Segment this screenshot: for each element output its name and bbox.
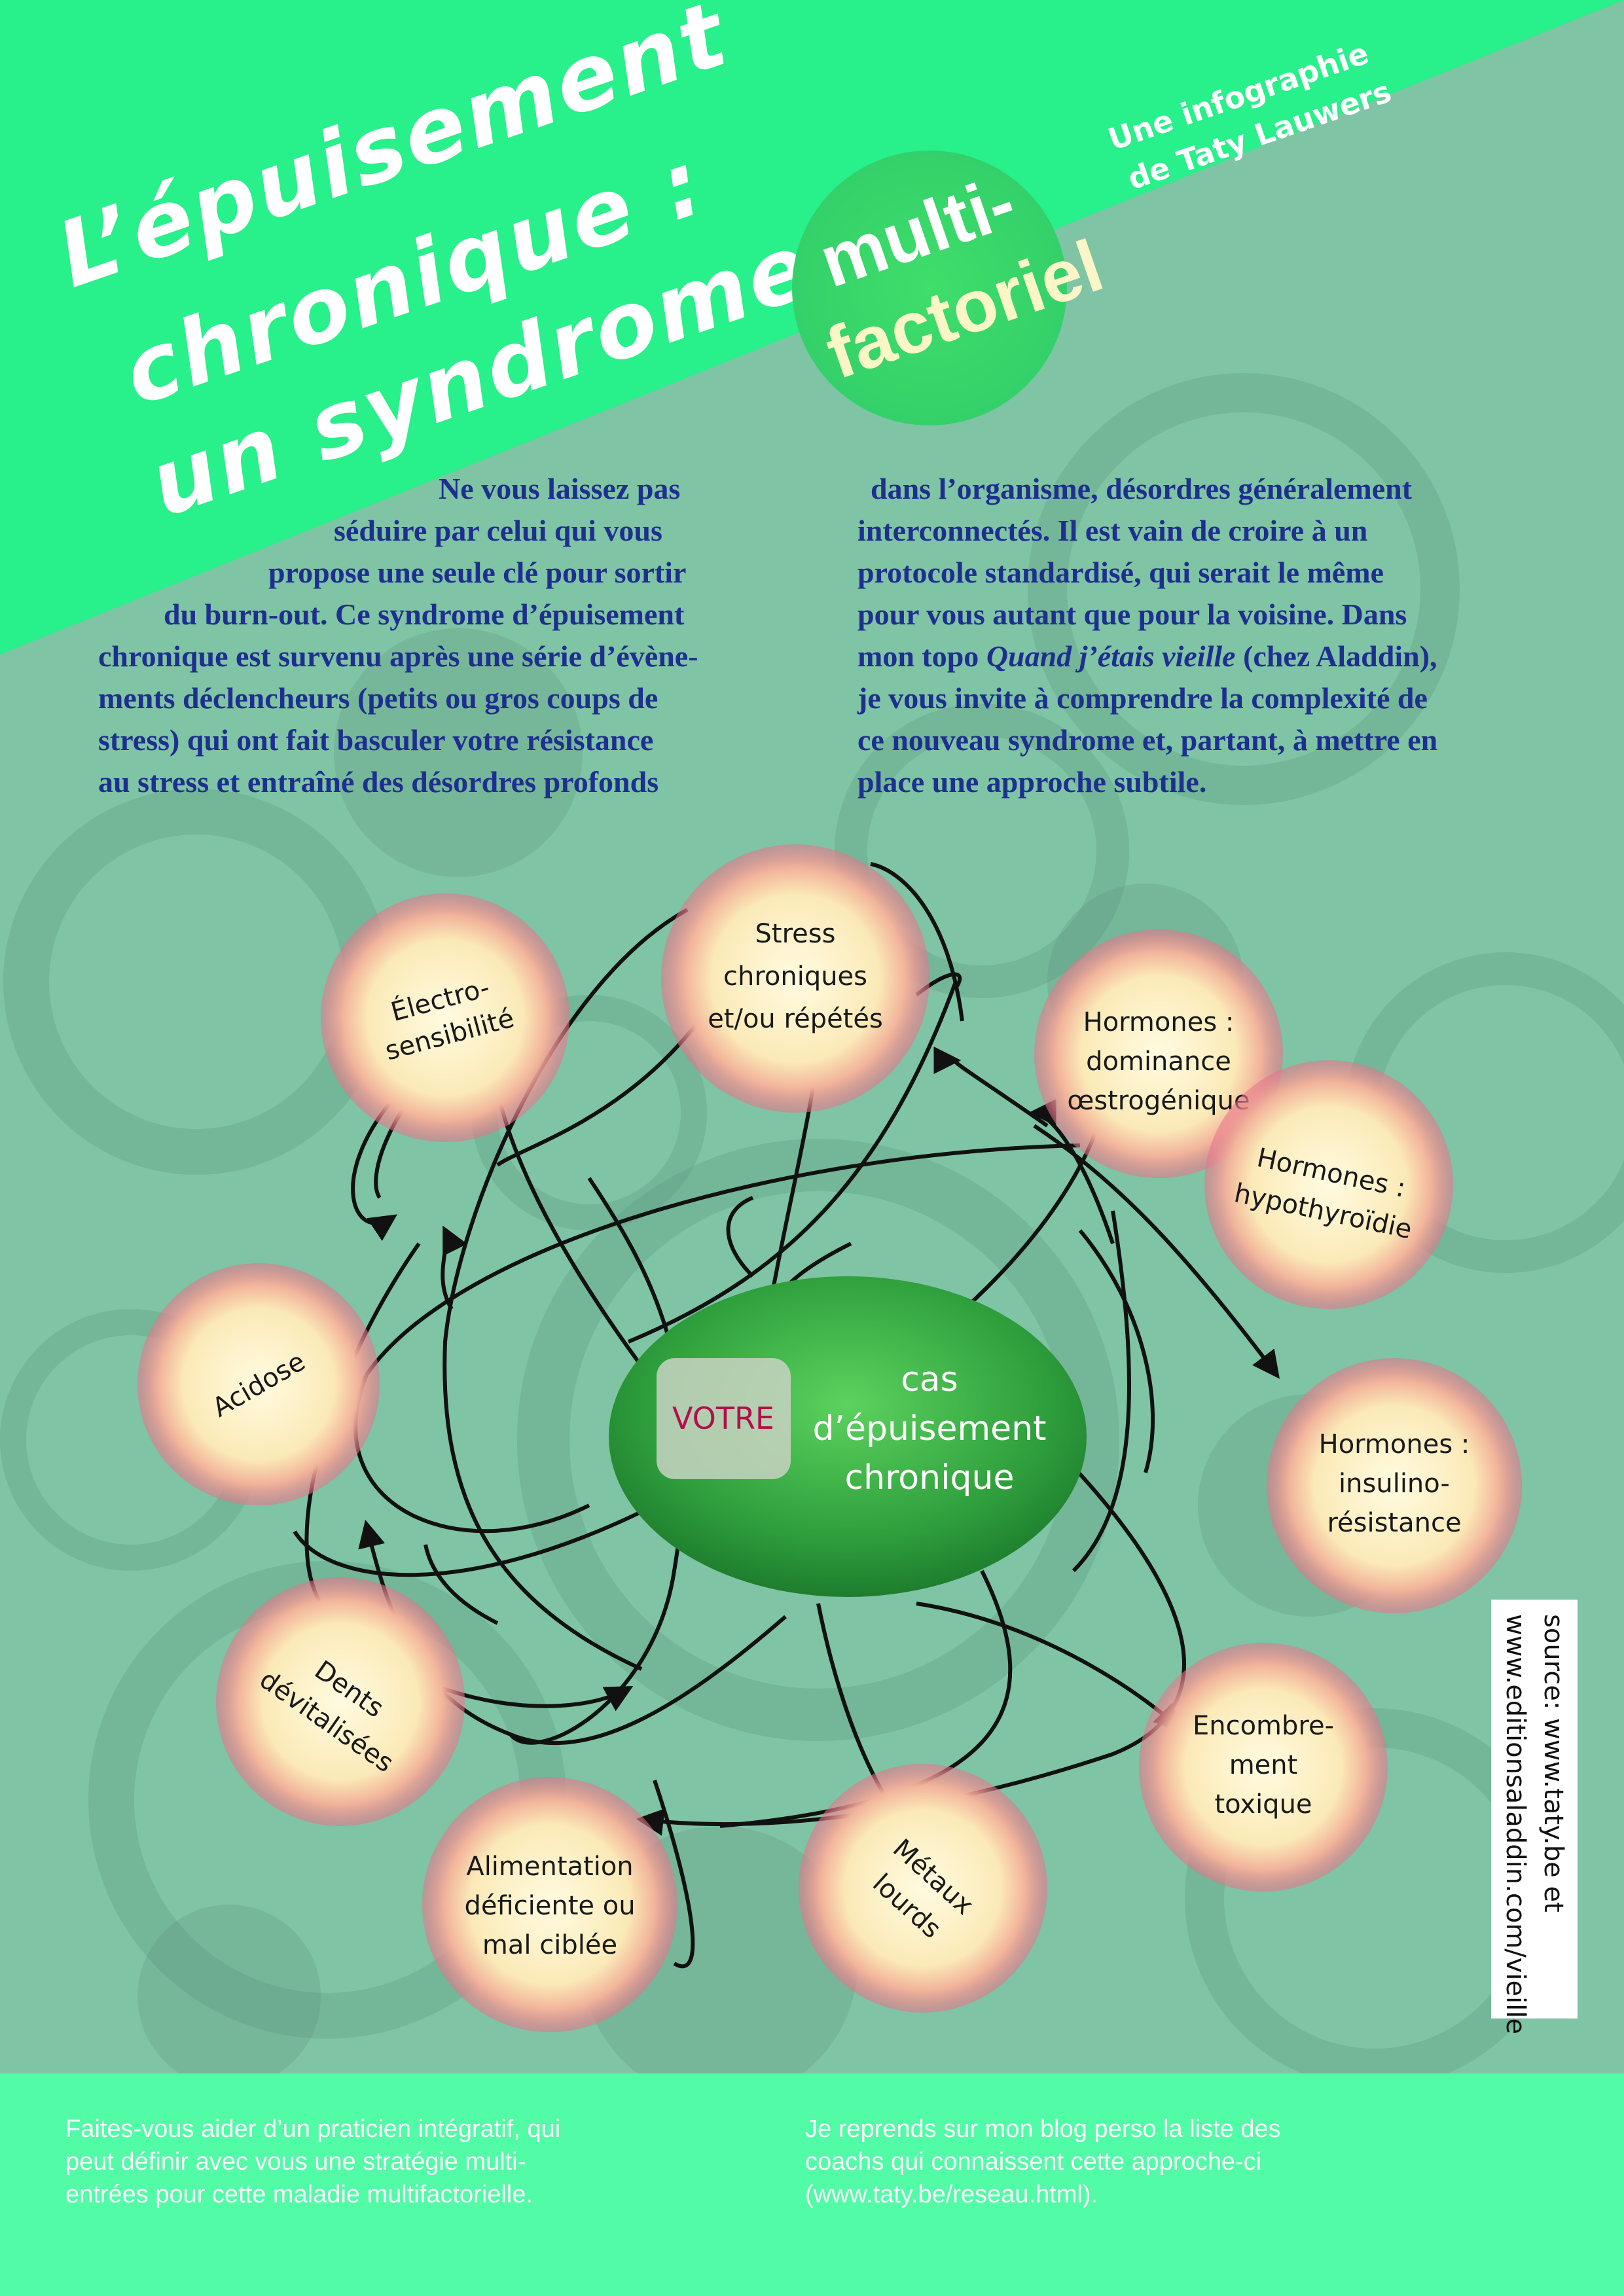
- source-box: [1491, 1600, 1578, 2018]
- factor-circle: [137, 1263, 380, 1505]
- factor-label: ment: [1229, 1750, 1298, 1780]
- center-node: VOTRE cas d’épuisement chronique: [609, 1276, 1087, 1597]
- intro-right-column: dans l’organisme, désordres généralement…: [857, 468, 1564, 803]
- factor-node-metaux: Métaux lourds: [799, 1764, 1047, 2013]
- factor-circle: [1034, 929, 1283, 1178]
- intro-left-line: du burn-out. Ce syndrome d’épuisement: [164, 598, 685, 631]
- factor-circle: [422, 1777, 677, 2032]
- footer: Faites-vous aider d’un praticien intégra…: [0, 2073, 1624, 2296]
- factor-node-thyro: Hormones : hypothyroïdie: [1204, 1060, 1453, 1309]
- factor-label: Encombre-: [1193, 1711, 1334, 1741]
- center-line-3: chronique: [845, 1458, 1015, 1498]
- factor-circle: [1204, 1060, 1453, 1309]
- factor-label: chroniques: [723, 961, 867, 992]
- intro-left-line: chronique est survenu après une série d’…: [98, 639, 698, 673]
- factor-node-aliment: Alimentation déficiente ou mal ciblée: [422, 1777, 677, 2032]
- votre-badge: [657, 1358, 791, 1479]
- source-text: source: www.taty.be et www.editionsaladd…: [1491, 1600, 1578, 2035]
- footer-left-line: peut définir avec vous une stratégie mul…: [65, 2148, 526, 2176]
- footer-right-line: Je reprends sur mon blog perso la liste …: [805, 2115, 1281, 2143]
- factor-label: et/ou répétés: [708, 1004, 883, 1034]
- factor-circle: [1267, 1358, 1522, 1613]
- factor-circle: [1139, 1643, 1388, 1892]
- footer-left-line: entrées pour cette maladie multifactorie…: [65, 2181, 533, 2208]
- factor-node-electro: Électro- sensibilité: [321, 893, 569, 1142]
- footer-right: Je reprends sur mon blog perso la liste …: [805, 2113, 1281, 2211]
- factor-circle: [661, 844, 929, 1113]
- footer-left-line: Faites-vous aider d’un praticien intégra…: [65, 2115, 561, 2143]
- intro-left-line: au stress et entraîné des désordres prof…: [98, 765, 659, 798]
- intro-left-column: Ne vous laissez pas séduire par celui qu…: [98, 468, 818, 803]
- factor-node-dents: Dents dévitalisées: [216, 1577, 465, 1826]
- badge-circle: [792, 151, 1067, 425]
- intro-right-line: ce nouveau syndrome et, partant, à mettr…: [857, 723, 1438, 757]
- footer-right-line: coachs qui connaissent cette approche-ci: [805, 2148, 1262, 2176]
- intro-right-line: interconnectés. Il est vain de croire à …: [857, 514, 1368, 547]
- intro-left-line: stress) qui ont fait basculer votre rési…: [98, 723, 654, 757]
- factor-circle: [216, 1577, 465, 1826]
- intro-left-line: Ne vous laissez pas: [439, 472, 681, 505]
- factor-node-toxique: Encombre- ment toxique: [1139, 1643, 1388, 1892]
- factor-label: déficiente ou: [464, 1891, 635, 1921]
- factor-label: toxique: [1214, 1789, 1312, 1820]
- factor-label: Stress: [755, 919, 836, 949]
- intro-left-line: ments déclencheurs (petits ou gros coups…: [98, 681, 659, 715]
- intro-text-segment: mon topo: [857, 639, 986, 673]
- factor-label: mal ciblée: [482, 1930, 617, 1960]
- intro-right-line: place une approche subtile.: [857, 765, 1207, 798]
- factor-node-oestro: Hormones : dominance œstrogénique: [1034, 929, 1283, 1178]
- factor-node-stress: Stress chroniques et/ou répétés: [661, 844, 929, 1113]
- intro-right-line: je vous invite à comprendre la complexit…: [857, 681, 1428, 715]
- center-ellipse: [609, 1276, 1087, 1597]
- factor-label: Hormones :: [1319, 1429, 1470, 1460]
- intro-text-segment: (chez Aladdin),: [1235, 639, 1437, 673]
- source-line-1: source: www.taty.be et: [1538, 1614, 1568, 1912]
- factor-label: dominance: [1086, 1047, 1231, 1077]
- intro-left-line: séduire par celui qui vous: [334, 514, 662, 547]
- footer-left: Faites-vous aider d’un praticien intégra…: [65, 2113, 560, 2211]
- source-line-2: www.editionsaladdin.com/vieille: [1500, 1614, 1530, 2035]
- factor-label: œstrogénique: [1067, 1086, 1250, 1116]
- factor-node-acidose: Acidose: [137, 1263, 380, 1505]
- factor-circle: [321, 893, 569, 1142]
- intro-right-line: pour vous autant que pour la voisine. Da…: [857, 598, 1407, 631]
- book-title: Quand j’étais vieille: [986, 639, 1236, 673]
- votre-label: VOTRE: [672, 1401, 774, 1436]
- intro-right-line: protocole standardisé, qui serait le mêm…: [857, 556, 1384, 589]
- footer-right-line: (www.taty.be/reseau.html).: [805, 2181, 1098, 2208]
- factor-label: résistance: [1327, 1508, 1461, 1538]
- intro-right-line: dans l’organisme, désordres généralement: [871, 472, 1413, 505]
- factor-label: Alimentation: [466, 1852, 633, 1882]
- intro-right-line: mon topo Quand j’étais vieille (chez Ala…: [857, 636, 1564, 677]
- center-line-2: d’épuisement: [812, 1409, 1046, 1448]
- factor-circle: [799, 1764, 1047, 2013]
- factor-node-insulin: Hormones : insulino- résistance: [1267, 1358, 1522, 1613]
- center-line-1: cas: [901, 1360, 958, 1399]
- factor-label: insulino-: [1339, 1469, 1450, 1499]
- intro-left-line: propose une seule clé pour sortir: [268, 556, 687, 589]
- factor-label: Hormones :: [1083, 1007, 1235, 1037]
